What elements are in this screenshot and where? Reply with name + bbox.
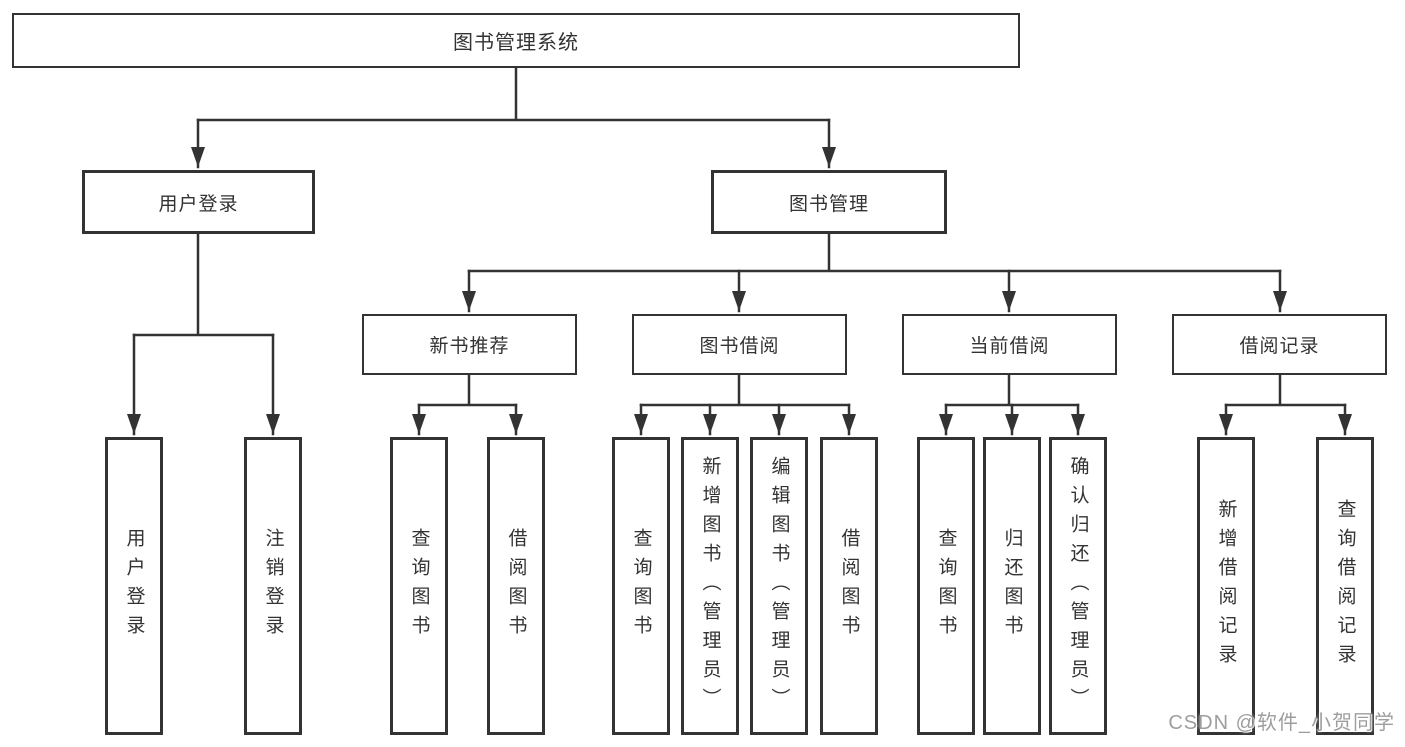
leaf-query-borrow-record: 查询借阅记录	[1316, 437, 1374, 735]
leaf-add-books-admin: 新增图书（管理员）	[681, 437, 739, 735]
leaf-add-borrow-record: 新增借阅记录	[1197, 437, 1255, 735]
node-library-management-system: 图书管理系统	[12, 13, 1020, 68]
node-book-borrowing: 图书借阅	[632, 314, 847, 375]
leaf-label: 借阅图书	[838, 528, 860, 644]
leaf-query-books-current: 查询图书	[917, 437, 975, 735]
leaf-logout: 注销登录	[244, 437, 302, 735]
node-book-management: 图书管理	[711, 170, 947, 234]
leaf-borrow-books: 借阅图书	[820, 437, 878, 735]
node-new-book-recommendation: 新书推荐	[362, 314, 577, 375]
leaf-borrow-books-recommend: 借阅图书	[487, 437, 545, 735]
leaf-label: 确认归还（管理员）	[1067, 455, 1089, 717]
node-current-borrowing: 当前借阅	[902, 314, 1117, 375]
leaf-confirm-return-admin: 确认归还（管理员）	[1049, 437, 1107, 735]
leaf-user-login: 用户登录	[105, 437, 163, 735]
leaf-label: 借阅图书	[505, 528, 527, 644]
leaf-label: 归还图书	[1001, 528, 1023, 644]
node-user-login: 用户登录	[82, 170, 315, 234]
node-label: 新书推荐	[429, 336, 510, 357]
leaf-label: 查询图书	[935, 528, 957, 644]
csdn-watermark: CSDN @软件_小贺同学	[1168, 712, 1395, 734]
node-label: 图书借阅	[699, 336, 780, 357]
leaf-label: 注销登录	[262, 528, 284, 644]
leaf-label: 新增图书（管理员）	[699, 455, 721, 717]
node-label: 图书管理	[788, 193, 869, 215]
node-label: 当前借阅	[969, 336, 1050, 357]
leaf-label: 新增借阅记录	[1215, 499, 1237, 673]
node-label: 借阅记录	[1239, 336, 1320, 357]
node-label: 用户登录	[158, 193, 239, 215]
leaf-return-books: 归还图书	[983, 437, 1041, 735]
node-label: 图书管理系统	[453, 32, 579, 54]
leaf-query-books-recommend: 查询图书	[390, 437, 448, 735]
leaf-edit-books-admin: 编辑图书（管理员）	[750, 437, 808, 735]
leaf-label: 查询图书	[630, 528, 652, 644]
leaf-label: 用户登录	[123, 528, 145, 644]
leaf-label: 查询借阅记录	[1334, 499, 1356, 673]
leaf-label: 查询图书	[408, 528, 430, 644]
leaf-query-books-borrow: 查询图书	[612, 437, 670, 735]
leaf-label: 编辑图书（管理员）	[768, 455, 790, 717]
node-borrowing-records: 借阅记录	[1172, 314, 1387, 375]
